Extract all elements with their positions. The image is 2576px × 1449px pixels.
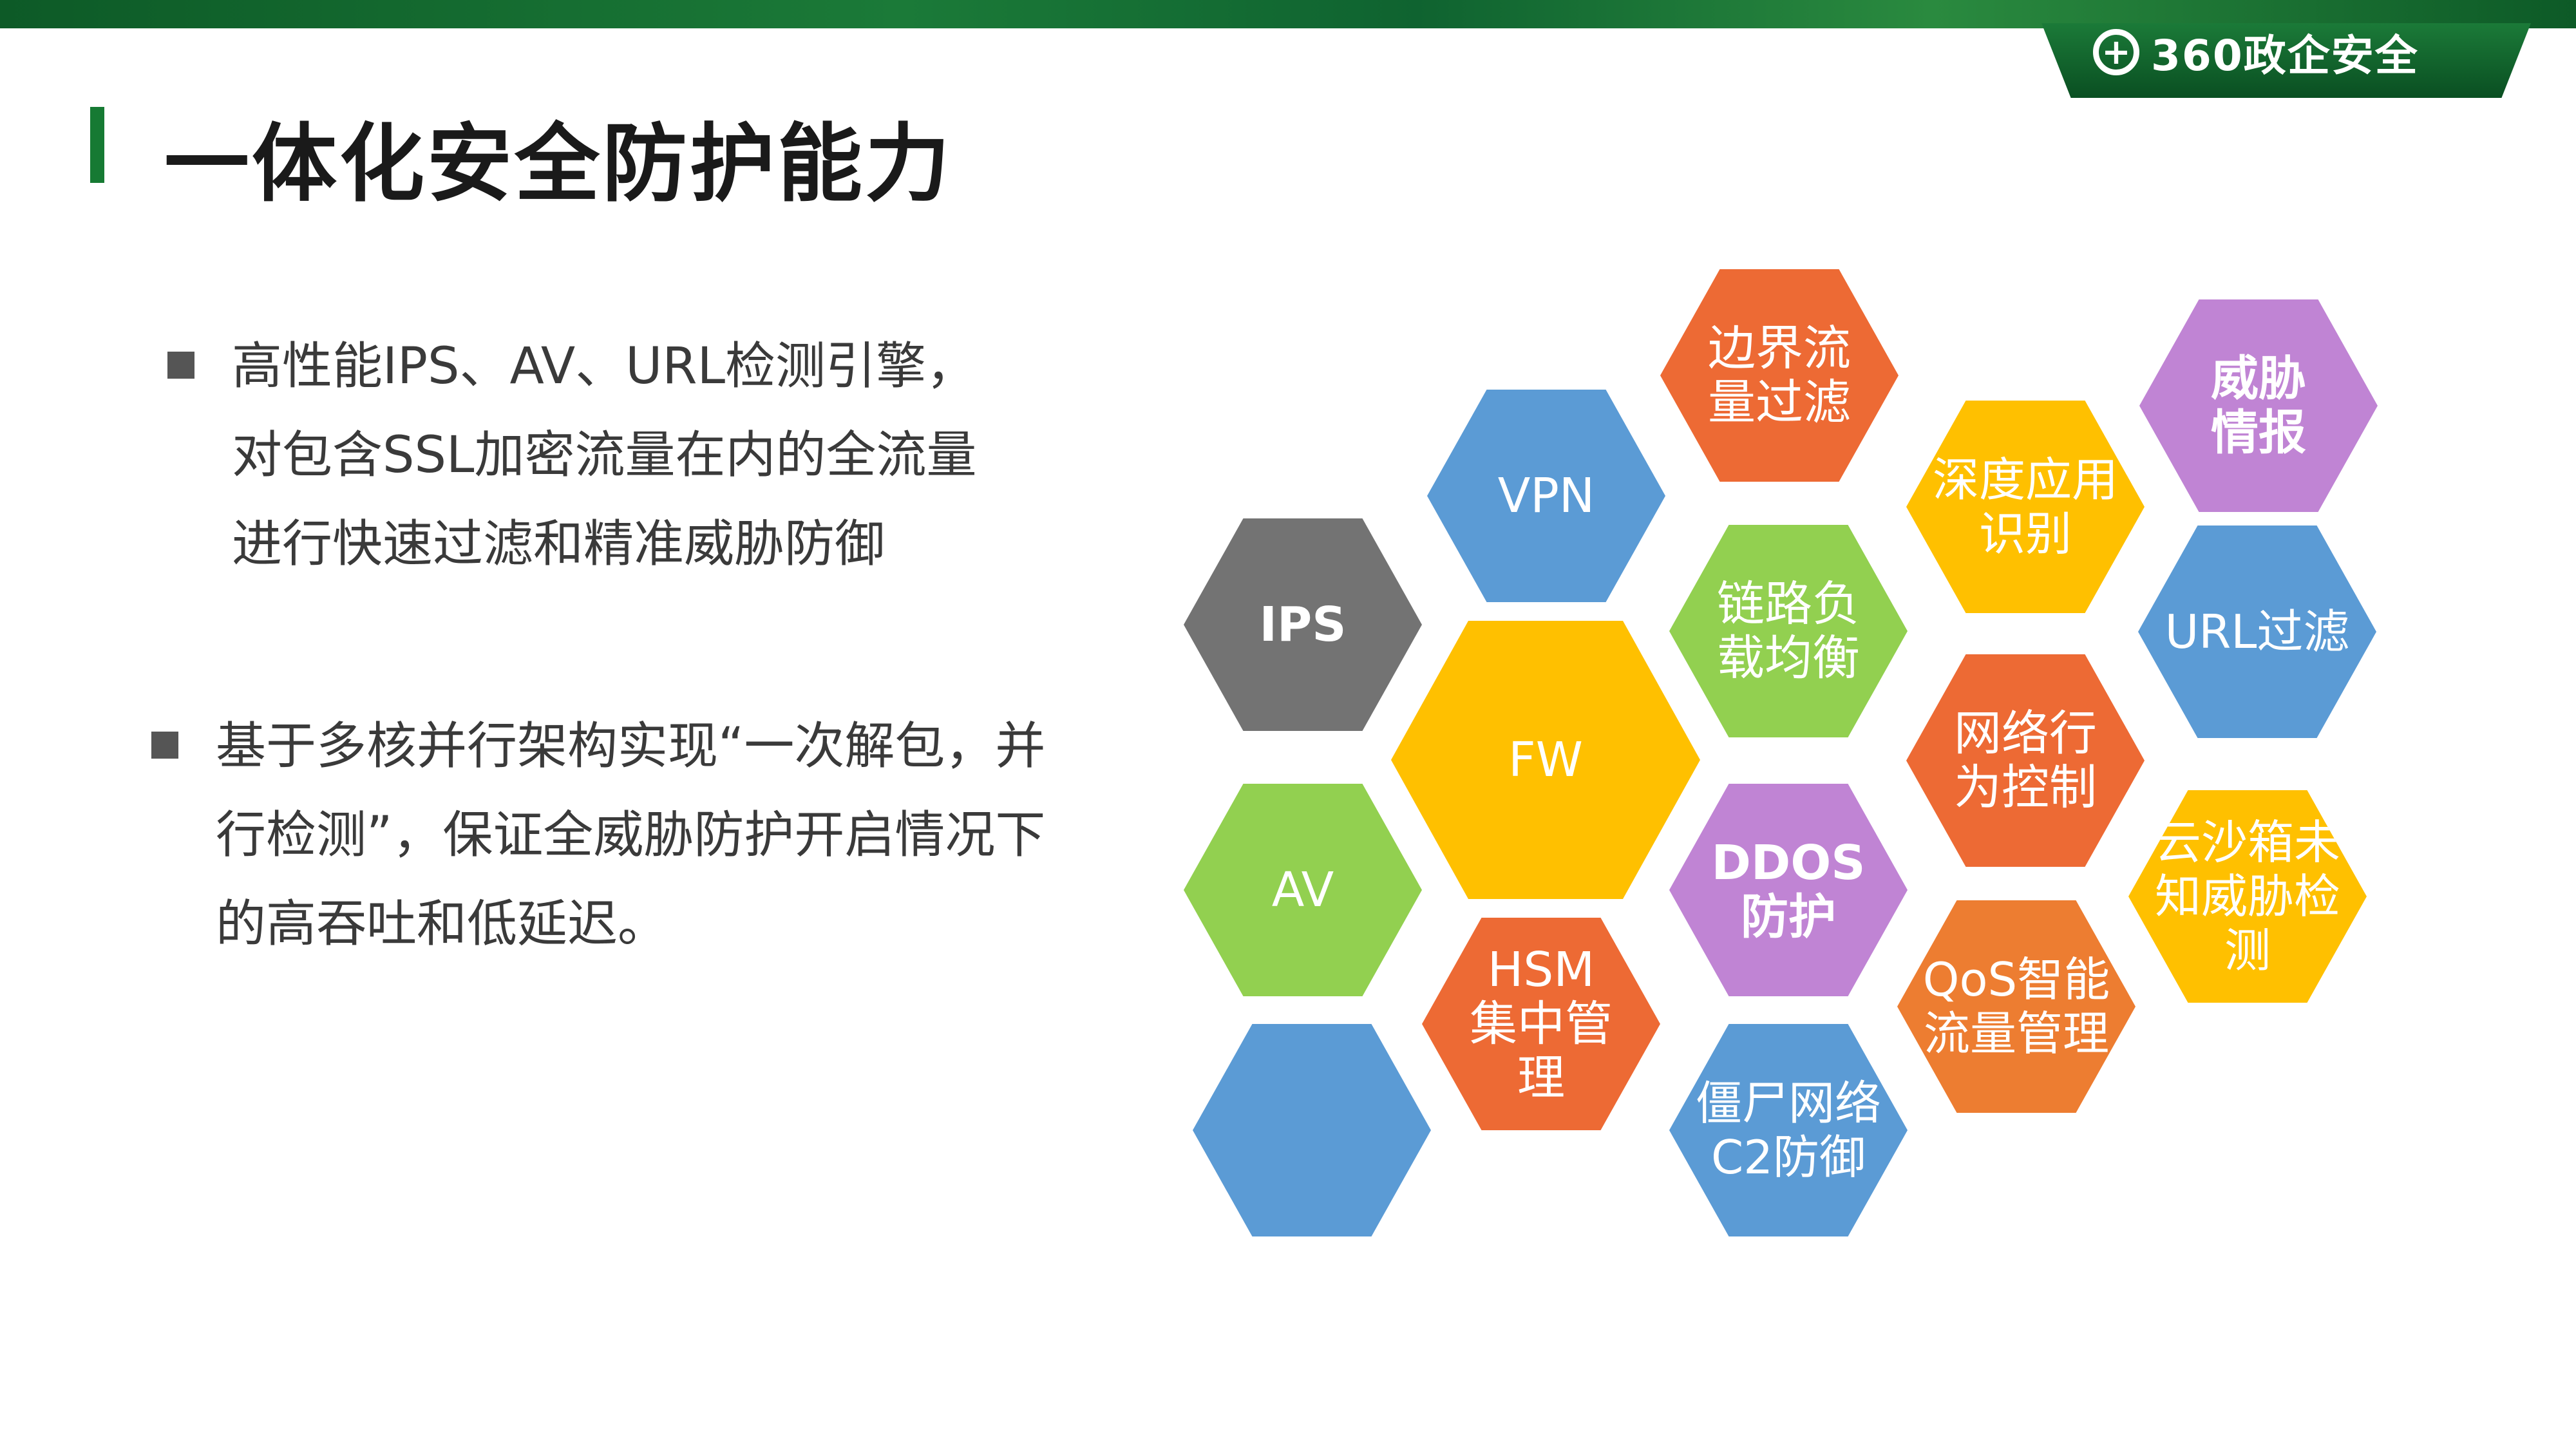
hex-label: HSM 集中管 理: [1470, 942, 1613, 1106]
page-title: 一体化安全防护能力: [164, 115, 952, 214]
hex-threat-intel: 威胁 情报: [2139, 299, 2378, 512]
hex-vpn: VPN: [1427, 390, 1665, 602]
hex-fw: FW: [1391, 621, 1700, 899]
hex-label: 边界流 量过滤: [1708, 321, 1851, 430]
hex-ddos-protection: DDOS 防护: [1669, 784, 1908, 996]
hex-label: VPN: [1497, 468, 1595, 524]
hex-label: QoS智能 流量管理: [1922, 952, 2110, 1061]
brand-logo: + 360政企安全: [2093, 23, 2419, 81]
hex-ips: IPS: [1184, 518, 1422, 731]
logo-text: 360政企安全: [2151, 31, 2419, 80]
title-accent-bar: [90, 107, 104, 183]
hex-label: 网络行 为控制: [1954, 706, 2097, 815]
bullet-item-2: 基于多核并行架构实现“一次解包，并行检测”，保证全威胁防护开启情况下的高吞吐和低…: [151, 702, 1046, 969]
hex-label: FW: [1508, 732, 1583, 788]
square-bullet-icon: [151, 732, 178, 759]
hex-empty-blue: [1193, 1024, 1431, 1236]
bullet-item-1: 高性能IPS、AV、URL检测引擎，对包含SSL加密流量在内的全流量进行快速过滤…: [167, 322, 1024, 589]
hex-border-traffic-filter: 边界流 量过滤: [1660, 269, 1899, 482]
hex-label: DDOS 防护: [1711, 835, 1866, 945]
square-bullet-icon: [167, 352, 194, 379]
hex-deep-app-identification: 深度应用 识别: [1906, 401, 2145, 613]
hex-label: AV: [1271, 862, 1334, 918]
hex-label: URL过滤: [2164, 605, 2350, 659]
hex-label: 深度应用 识别: [1932, 453, 2118, 561]
bullet-text-2: 基于多核并行架构实现“一次解包，并行检测”，保证全威胁防护开启情况下的高吞吐和低…: [216, 717, 1046, 953]
hex-url-filter: URL过滤: [2138, 526, 2376, 738]
hex-network-behavior-control: 网络行 为控制: [1906, 654, 2145, 867]
bullet-text-1: 高性能IPS、AV、URL检测引擎，对包含SSL加密流量在内的全流量进行快速过滤…: [232, 337, 977, 573]
hex-cloud-sandbox: 云沙箱未 知威胁检 测: [2128, 790, 2367, 1003]
hex-qos-traffic-management: QoS智能 流量管理: [1897, 900, 2136, 1113]
hex-label: 威胁 情报: [2211, 351, 2306, 460]
hex-label: IPS: [1259, 597, 1347, 652]
hex-label: 僵尸网络 C2防御: [1695, 1076, 1881, 1184]
logo-plus-icon: +: [2093, 29, 2139, 75]
hex-label: 云沙箱未 知威胁检 测: [2154, 815, 2340, 978]
hex-av: AV: [1184, 784, 1422, 996]
hex-hsm-central-management: HSM 集中管 理: [1422, 918, 1660, 1130]
hex-link-load-balancing: 链路负 载均衡: [1669, 525, 1908, 737]
hex-label: 链路负 载均衡: [1717, 576, 1860, 686]
hex-botnet-c2-defense: 僵尸网络 C2防御: [1669, 1024, 1908, 1236]
